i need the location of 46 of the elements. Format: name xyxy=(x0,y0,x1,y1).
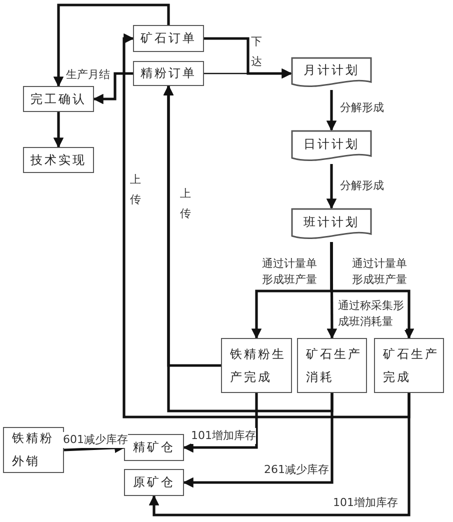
node-label: 班计计划 xyxy=(304,214,360,230)
process-box xyxy=(221,338,292,393)
node-label: 精粉订单 xyxy=(140,65,196,82)
process-box xyxy=(23,147,94,173)
process-box xyxy=(374,338,444,393)
arrow xyxy=(163,84,334,412)
arrow xyxy=(92,72,133,104)
arrow xyxy=(182,393,334,488)
arrow xyxy=(326,164,337,210)
node-label: 原矿仓 xyxy=(133,474,175,491)
arrow xyxy=(326,90,337,132)
node-label: 月计计划 xyxy=(304,62,360,79)
arrow xyxy=(182,393,258,453)
node-label: 矿石订单 xyxy=(140,30,196,47)
arrow xyxy=(148,393,410,516)
process-box xyxy=(23,86,94,112)
node-label: 矿石生产消耗 xyxy=(306,346,363,386)
node-label: 铁精粉外销 xyxy=(12,430,55,470)
edge-label: 通过称采集形成班消耗量 xyxy=(338,298,406,330)
edge-label: 通过计量单形成班产量 xyxy=(262,256,318,288)
node-label: 精矿仓 xyxy=(133,439,175,456)
node-label: 铁精粉生产完成 xyxy=(230,346,287,386)
node-label: 技术实现 xyxy=(30,152,86,168)
process-box xyxy=(133,61,204,86)
process-box xyxy=(133,25,204,52)
document-shape xyxy=(291,130,372,164)
node-label: 日计计划 xyxy=(304,136,360,152)
edge-label: 分解形成 xyxy=(340,178,384,194)
document-shape xyxy=(291,208,372,242)
arrow xyxy=(204,37,292,79)
process-box xyxy=(297,338,367,393)
arrow xyxy=(53,4,170,88)
edge-label: 601减少库存 xyxy=(63,432,128,448)
process-box xyxy=(3,427,64,473)
arrow xyxy=(330,242,414,340)
node-label: 完工确认 xyxy=(30,90,86,108)
edge-label: 101增加库存 xyxy=(191,428,256,444)
arrow xyxy=(122,33,410,418)
arrow xyxy=(53,112,64,148)
process-box xyxy=(124,469,184,496)
arrow xyxy=(204,69,292,78)
node-label: 矿石生产完成 xyxy=(383,346,440,386)
edge-label: 通过计量单形成班产量 xyxy=(352,256,408,288)
edge-label: 分解形成 xyxy=(340,100,384,116)
edge-label: 261减少库存 xyxy=(264,462,329,478)
document-shape xyxy=(291,57,372,90)
